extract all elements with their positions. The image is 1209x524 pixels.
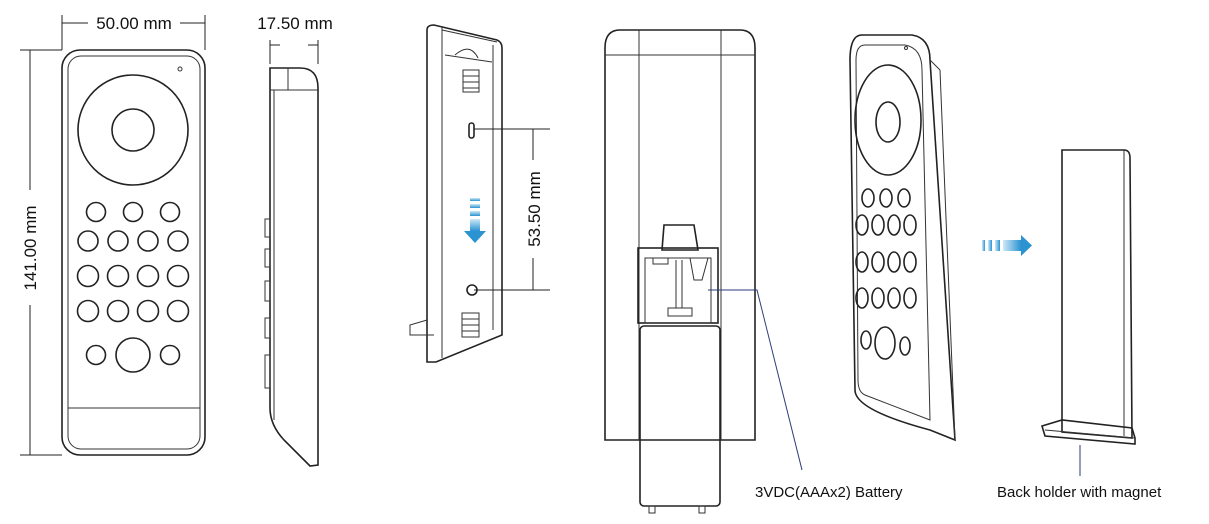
side-buttons <box>264 218 271 389</box>
depth-dimension: 17.50 mm <box>257 14 333 64</box>
back-view: 3VDC(AAAx2) Battery <box>604 29 903 514</box>
hook-slot <box>454 48 479 59</box>
perspective-remote-view <box>849 34 956 442</box>
battery-leader-line <box>708 289 803 471</box>
keypad-buttons <box>76 201 190 373</box>
grip-ridges-top <box>462 69 480 93</box>
front-view: 50.00 mm 141.00 mm <box>20 14 206 456</box>
width-label: 50.00 mm <box>96 14 172 33</box>
grip-ridges-bottom <box>461 312 480 338</box>
mount-spacing-label: 53.50 mm <box>525 171 544 247</box>
width-dimension: 50.00 mm <box>61 14 206 50</box>
mount-plate-view: 53.50 mm <box>409 24 550 363</box>
holder-label: Back holder with magnet <box>997 484 1162 501</box>
battery-cover <box>639 325 721 514</box>
back-holder-view: Back holder with magnet <box>997 149 1162 501</box>
height-label: 141.00 mm <box>21 205 40 290</box>
height-dimension: 141.00 mm <box>20 49 62 456</box>
mount-spacing-dimension: 53.50 mm <box>474 128 550 291</box>
slide-down-arrow-icon <box>464 198 486 243</box>
side-view: 17.50 mm <box>257 14 333 467</box>
depth-label: 17.50 mm <box>257 14 333 33</box>
perspective-keypad <box>855 188 917 360</box>
attach-arrow-icon <box>982 235 1032 256</box>
led-indicator <box>177 66 183 72</box>
mount-hole-top <box>468 122 475 139</box>
control-wheel <box>77 74 189 186</box>
battery-label: 3VDC(AAAx2) Battery <box>755 484 903 501</box>
